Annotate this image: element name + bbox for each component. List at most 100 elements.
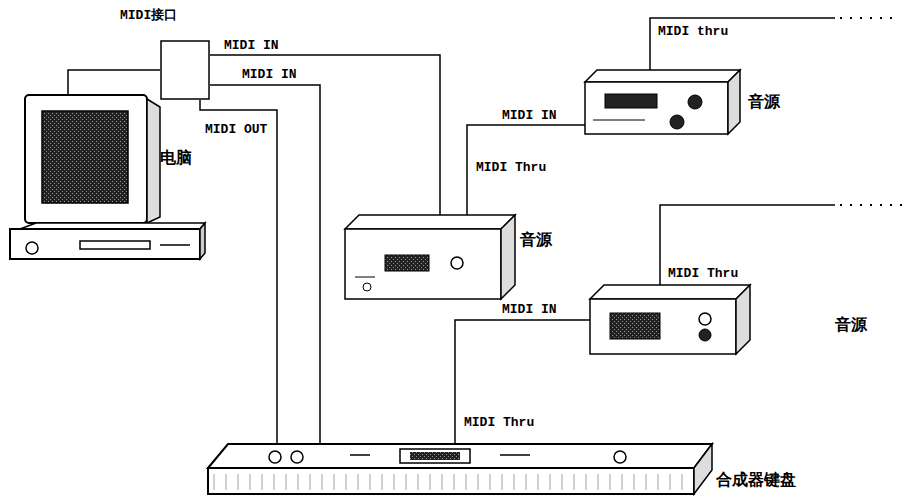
line-shape <box>598 474 599 490</box>
line-shape <box>454 474 455 490</box>
device-drawing <box>10 95 207 262</box>
circle-shape <box>614 451 626 463</box>
node-label: 音源 <box>835 315 867 335</box>
line-shape <box>442 474 443 490</box>
device-drawing <box>590 285 750 355</box>
midi-cable <box>210 85 320 444</box>
rect-shape <box>385 255 429 271</box>
rect-shape <box>610 313 660 339</box>
node-label: 合成器键盘 <box>716 470 796 490</box>
circle-shape <box>451 257 463 269</box>
polygon-shape <box>147 99 160 223</box>
line-shape <box>490 474 491 490</box>
circle-shape <box>291 451 303 463</box>
continuation-dots <box>840 17 900 19</box>
device-drawing <box>585 70 740 135</box>
polygon-shape <box>728 70 740 134</box>
line-shape <box>358 474 359 490</box>
device-drawing <box>200 440 715 500</box>
line-shape <box>394 474 395 490</box>
rect-shape <box>585 82 728 134</box>
rect-shape <box>590 299 736 354</box>
line-shape <box>550 474 551 490</box>
line-shape <box>502 474 503 490</box>
node-label: MIDI接口 <box>120 8 177 24</box>
rect-shape <box>410 452 460 460</box>
thru-leader <box>660 205 835 285</box>
midi-cable <box>455 320 590 444</box>
port-label: MIDI IN <box>500 302 559 317</box>
line-shape <box>500 454 530 456</box>
midi-cable <box>200 100 277 444</box>
rect-shape <box>25 95 147 223</box>
line-shape <box>514 474 515 490</box>
port-label: MIDI Thru <box>666 266 740 281</box>
rect-shape <box>161 41 209 99</box>
line-shape <box>250 474 251 490</box>
line-shape <box>346 474 347 490</box>
line-shape <box>226 474 227 490</box>
line-shape <box>634 474 635 490</box>
polygon-shape <box>694 444 712 494</box>
rect-shape <box>345 229 501 299</box>
line-shape <box>310 474 311 490</box>
synth-keyboard: 合成器键盘 <box>200 440 715 500</box>
line-shape <box>466 474 467 490</box>
line-shape <box>286 474 287 490</box>
thru-leader <box>650 18 835 70</box>
rect-shape <box>208 468 694 494</box>
line-shape <box>274 474 275 490</box>
midi-cable <box>467 125 585 215</box>
line-shape <box>430 474 431 490</box>
line-shape <box>334 474 335 490</box>
midi-cable <box>68 70 160 95</box>
line-shape <box>238 474 239 490</box>
line-shape <box>646 474 647 490</box>
circle-shape <box>688 95 702 109</box>
rect-shape <box>42 111 128 203</box>
rect-shape <box>80 241 150 249</box>
line-shape <box>586 474 587 490</box>
circle-shape <box>699 313 711 325</box>
port-label: MIDI IN <box>240 67 299 82</box>
line-shape <box>350 454 370 456</box>
line-shape <box>670 474 671 490</box>
circle-shape <box>26 242 38 254</box>
line-shape <box>418 474 419 490</box>
line-shape <box>370 474 371 490</box>
node-label: 音源 <box>748 92 780 112</box>
line-shape <box>526 474 527 490</box>
circle-shape <box>363 283 371 291</box>
continuation-dots <box>840 204 905 206</box>
polygon-shape <box>345 215 515 229</box>
line-shape <box>562 474 563 490</box>
port-label: MIDI Thru <box>474 160 548 175</box>
line-shape <box>574 474 575 490</box>
port-label: MIDI IN <box>500 108 559 123</box>
sound-module: 音源 <box>585 70 740 135</box>
line-shape <box>622 474 623 490</box>
midi-interface-box: MIDI接口 <box>160 40 210 100</box>
device-drawing <box>160 40 210 100</box>
port-label: MIDI thru <box>656 24 730 39</box>
circle-shape <box>699 329 711 341</box>
line-shape <box>160 244 190 246</box>
node-label: 电脑 <box>160 148 192 168</box>
line-shape <box>682 474 683 490</box>
polygon-shape <box>585 70 740 82</box>
line-shape <box>355 277 375 278</box>
line-shape <box>262 474 263 490</box>
line-shape <box>658 474 659 490</box>
sound-module: 音源 <box>345 215 515 300</box>
computer: 电脑 <box>10 95 207 262</box>
line-shape <box>593 120 645 121</box>
line-shape <box>298 474 299 490</box>
line-shape <box>214 474 215 490</box>
line-shape <box>322 474 323 490</box>
port-label: MIDI OUT <box>203 122 269 137</box>
rect-shape <box>605 94 657 108</box>
line-shape <box>538 474 539 490</box>
circle-shape <box>670 115 684 129</box>
rect-shape <box>10 229 200 259</box>
